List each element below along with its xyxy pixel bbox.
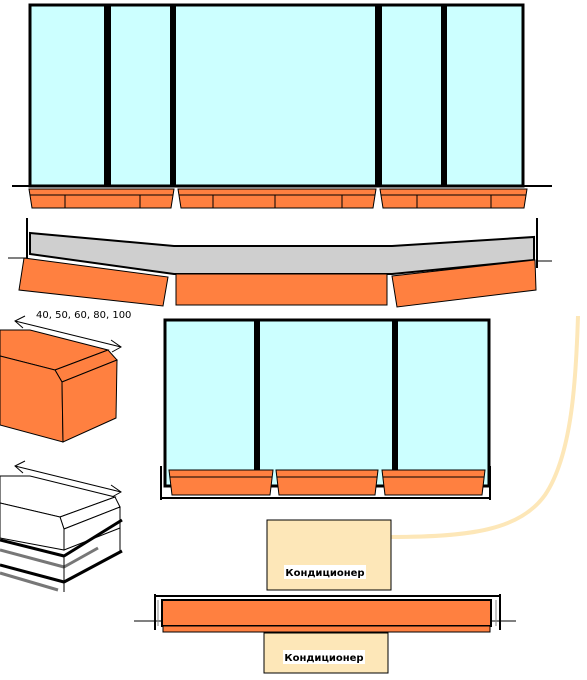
size-options-label: 40, 50, 60, 80, 100 (36, 310, 131, 321)
dimension-arrow (14, 460, 122, 498)
window-elevation-middle (160, 318, 491, 500)
sill-plan-bottom (134, 594, 516, 633)
drain-pipe (390, 315, 580, 539)
window-mullion (254, 320, 260, 486)
flower-box-perspective (0, 329, 118, 443)
box-on-bracket (0, 475, 123, 592)
ac-unit (266, 519, 392, 591)
air-conditioner-top: Кондиционер (266, 519, 392, 591)
flower-box-plan (18, 257, 169, 307)
flower-box-base (162, 625, 491, 633)
flower-box (275, 469, 379, 496)
window-mullion (392, 320, 398, 486)
ac-label: Кондиционер (285, 568, 364, 579)
window-sill (29, 231, 535, 275)
window-mullion (170, 5, 176, 186)
glass-panel (28, 3, 525, 188)
flower-box (381, 469, 486, 496)
ac-label-bg (284, 565, 366, 579)
window-mullion (104, 5, 111, 186)
bay-sill-plan (8, 218, 552, 308)
air-conditioner-bottom: Кондиционер (263, 632, 389, 674)
dimension-arrow (14, 315, 122, 353)
flower-box-plan (161, 599, 492, 627)
flower-box-plan (391, 259, 537, 308)
flower-box (177, 188, 377, 209)
window-elevation-top (12, 3, 552, 209)
window-mullion (375, 5, 382, 186)
window-mullion (441, 5, 447, 186)
flower-box (28, 188, 175, 209)
flower-box (168, 469, 274, 496)
flower-box (379, 188, 528, 209)
ac-label: Кондиционер (284, 653, 363, 664)
ac-label-bg (283, 650, 365, 664)
flower-box-plan (175, 273, 388, 306)
glass-panel (163, 318, 491, 488)
